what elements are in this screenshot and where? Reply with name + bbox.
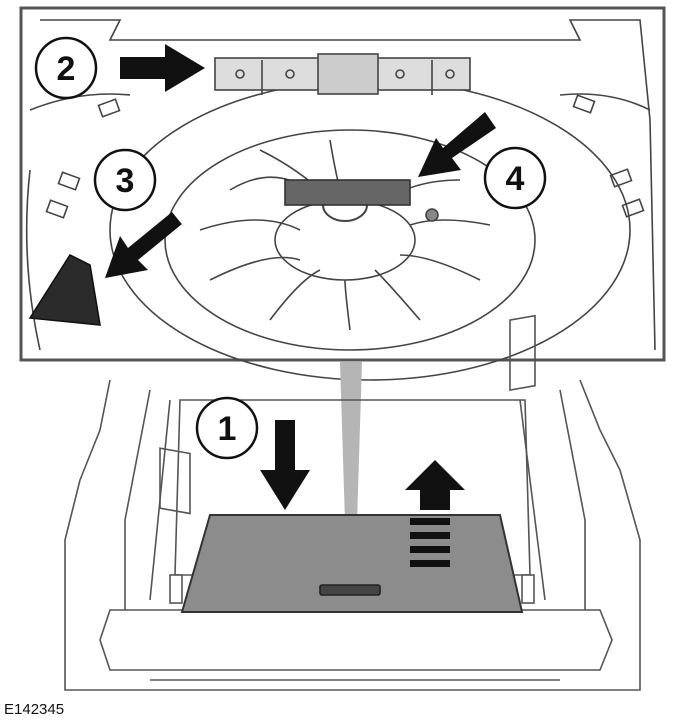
rear-seat-trim <box>159 447 191 515</box>
callout-4: 4 <box>483 146 547 210</box>
callout-1: 1 <box>195 396 259 460</box>
view-connector <box>340 362 362 555</box>
callout-label: 4 <box>506 160 525 198</box>
boot-well-outline <box>40 19 656 351</box>
side-vents <box>45 94 645 219</box>
detail-arrows <box>105 44 496 278</box>
diagonal-arrow-icon <box>105 212 185 278</box>
retaining-bracket <box>214 53 471 95</box>
securing-clamp <box>284 179 411 206</box>
floor-panel-handle <box>319 584 381 596</box>
body-outline <box>64 379 641 691</box>
right-arrow-icon <box>120 44 205 92</box>
figure-code: E142345 <box>4 701 64 718</box>
jack-bolt <box>425 208 439 222</box>
floor-panel <box>180 514 524 613</box>
callout-label: 2 <box>57 50 76 88</box>
callout-label: 3 <box>116 162 135 200</box>
vehicle-view <box>64 314 641 691</box>
up-arrow-icon <box>405 460 465 567</box>
bumper <box>99 609 613 671</box>
callout-label: 1 <box>218 410 237 448</box>
down-arrow-icon <box>260 420 310 510</box>
callout-3: 3 <box>93 148 157 212</box>
tool-bag <box>28 253 101 326</box>
diagonal-arrow-icon <box>418 112 496 177</box>
spare-tyre <box>164 129 536 351</box>
vehicle-arrows <box>260 420 465 567</box>
callout-2: 2 <box>34 36 98 100</box>
